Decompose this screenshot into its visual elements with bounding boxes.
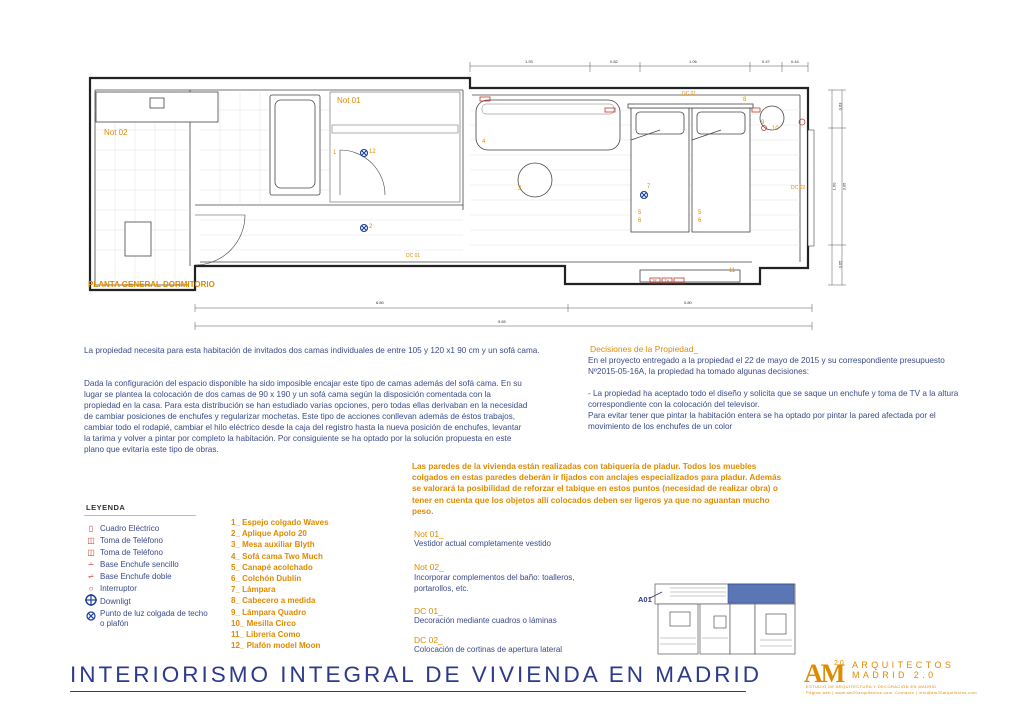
decisions-title: Decisiones de la Propiedad_: [590, 344, 699, 354]
note-text: Decoración mediante cuadros o láminas: [414, 616, 557, 625]
legend-item: ▯Cuadro Eléctrico: [84, 523, 234, 535]
legend-item: ⩫Base Enchufe doble: [84, 571, 234, 583]
dim-right-4: 0.65: [837, 260, 843, 269]
plan-label-dc01-bottom: DC 01: [406, 253, 421, 259]
note-block: DC 01_ Decoración mediante cuadros o lám…: [414, 606, 624, 635]
note-text: Colocación de cortinas de apertura later…: [414, 645, 563, 654]
marker-11: 11: [729, 268, 736, 274]
marker-8: 8: [743, 97, 747, 103]
note-heading: Not 01_: [414, 529, 444, 539]
switch-icon: ○: [88, 584, 94, 593]
dim-right-1: 0.63: [837, 102, 843, 111]
single-socket-icon: ⩪: [87, 560, 95, 569]
plan-title: PLANTA GENERAL DORMITORIO: [88, 280, 215, 289]
marker-10: 10: [772, 126, 779, 132]
plan-label-not01: Not 01: [337, 96, 361, 105]
furniture-item: 10_ Mesilla Circo: [231, 618, 296, 628]
furniture-item: 12_ Plafón model Moon: [231, 641, 321, 651]
legend-item: ◫Toma de Teléfono: [84, 547, 234, 559]
furniture-item: 7_ Lámpara: [231, 585, 276, 595]
marker-4: 4: [482, 139, 486, 145]
marker-7: 7: [647, 184, 651, 190]
legend-item: Downligt: [84, 594, 234, 610]
note-heading: Not 02_: [414, 562, 444, 572]
furniture-item: 8_ Cabecero a medida: [231, 596, 316, 606]
marker-3: 3: [518, 186, 522, 192]
logo-subtitle: ESTUDIO DE ARQUITECTURA Y DECORACIÓN EN …: [806, 684, 937, 689]
phone-socket-icon: ◫: [87, 536, 95, 545]
plan-label-dc02: DC 02: [791, 185, 806, 191]
logo-superscript: 2.0: [834, 660, 844, 667]
furniture-item: 6_ Colchón Dublín: [231, 574, 302, 584]
keyplan-label: A01: [638, 595, 652, 604]
marker-6: 6: [638, 218, 642, 224]
furniture-item: 1_ Espejo colgado Waves: [231, 518, 329, 527]
ceiling-light-icon: [84, 611, 98, 625]
legend-item: ⩪Base Enchufe sencillo: [84, 559, 234, 571]
floor-plan: [88, 62, 846, 330]
logo-wordmark: ARQUITECTOS MADRID 2.0: [852, 660, 955, 680]
note-block: Not 02_ Incorporar complementos del baño…: [414, 562, 624, 606]
marker-1: 1: [333, 150, 337, 156]
legend-title: LEYENDA: [86, 503, 126, 512]
note-block: DC 02_ Colocación de cortinas de apertur…: [414, 635, 624, 654]
logo-contact-web: Página web | www.am20arquitectos.com: [806, 690, 893, 695]
marker-2: 2: [369, 224, 373, 230]
dim-total: 9.65: [498, 319, 506, 324]
logo-contact-email: Contacto | info@am20arquitectos.com: [895, 690, 978, 695]
dim-right-2: 1.60: [831, 182, 837, 191]
electrical-panel-icon: ▯: [88, 524, 94, 533]
furniture-item: 3_ Mesa auxiliar Blyth: [231, 540, 315, 550]
plan-label-dc01-top: DC 01: [682, 91, 697, 97]
legend-item: ○Interruptor: [84, 583, 234, 595]
title-underline: [70, 691, 746, 692]
legend-item: Punto de luz colgada de techo o plafón: [84, 609, 234, 633]
dim-top-5: 0.44: [791, 59, 799, 64]
tv-label: TV: [664, 278, 670, 283]
note-heading: DC 02_: [414, 635, 443, 645]
note-block: Not 01_ Vestidor actual completamente ve…: [414, 529, 624, 562]
marker-5: 5: [638, 210, 642, 216]
note-heading: DC 01_: [414, 606, 443, 616]
logo-mark: AM: [804, 659, 845, 688]
note-text: Incorporar complementos del baño: toalle…: [414, 573, 575, 593]
phone-socket-icon: ◫: [87, 548, 95, 557]
decisions-paragraph-3: Para evitar tener que pintar la habitaci…: [588, 411, 936, 431]
marker-9: 9: [761, 120, 765, 126]
main-title: INTERIORISMO INTEGRAL DE VIVIENDA EN MAD…: [70, 662, 762, 687]
furniture-item: 5_ Canapé acolchado: [231, 562, 313, 572]
furniture-item: 2_ Aplique Apolo 20: [231, 529, 307, 539]
notes-list: Not 01_ Vestidor actual completamente ve…: [414, 529, 624, 654]
legend-list: ▯Cuadro Eléctrico ◫Toma de Teléfono ◫Tom…: [84, 523, 234, 633]
furniture-item: 4_ Sofá cama Two Much: [231, 551, 323, 561]
dim-top-4: 0.47: [762, 59, 770, 64]
legend-divider: [84, 515, 196, 516]
intro-paragraph-2: Dada la configuración del espacio dispon…: [84, 379, 528, 454]
intro-paragraph-1: La propiedad necesita para esta habitaci…: [84, 346, 540, 355]
marker-12: 12: [369, 149, 376, 155]
plan-label-not02: Not 02: [104, 128, 128, 137]
dim-top-1: 1.93: [525, 59, 533, 64]
dim-top-2: 0.82: [610, 59, 618, 64]
dim-bottom-1: 6.80: [376, 300, 384, 305]
pladur-warning: Las paredes de la vivienda están realiza…: [412, 462, 782, 516]
furniture-item: 9_ Lámpara Quadro: [231, 607, 307, 617]
tf-label: TF: [652, 278, 657, 283]
furniture-item: 11_ Librería Como: [231, 630, 301, 640]
key-plan: [649, 583, 796, 655]
decisions-paragraph-1: En el proyecto entregado a la propiedad …: [588, 356, 945, 376]
furniture-list: 1_ Espejo colgado Waves 2_ Aplique Apolo…: [231, 517, 391, 651]
marker-6b: 6: [698, 218, 702, 224]
double-socket-icon: ⩫: [87, 572, 95, 581]
dim-top-3: 1.06: [689, 59, 697, 64]
dim-bottom-2: 0.80: [684, 300, 692, 305]
downlight-icon: [84, 594, 98, 610]
dim-right-3: 3.05: [841, 182, 847, 191]
marker-5b: 5: [698, 210, 702, 216]
decisions-paragraph-2: - La propiedad ha aceptado todo el diseñ…: [588, 389, 959, 409]
note-text: Vestidor actual completamente vestido: [414, 539, 551, 548]
legend-item: ◫Toma de Teléfono: [84, 535, 234, 547]
